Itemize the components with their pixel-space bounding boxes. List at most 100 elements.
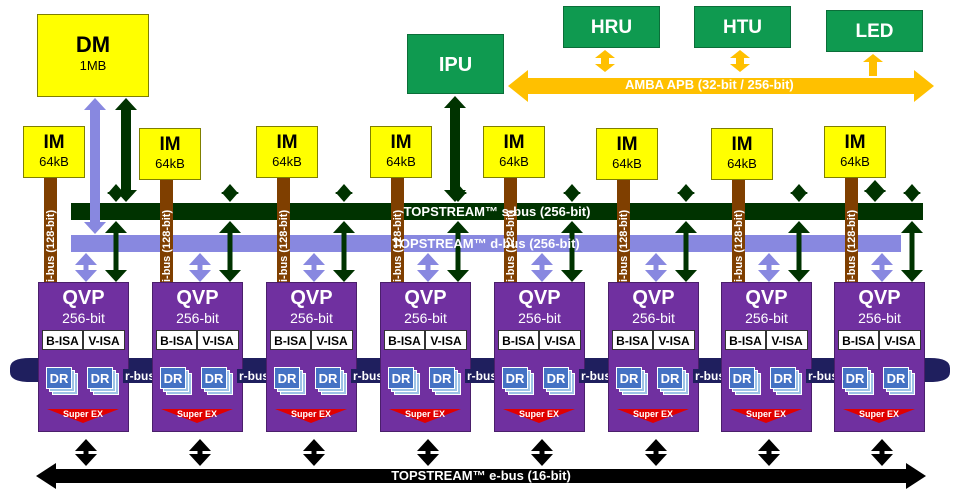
d-bus-label: TOPSTREAM™ d-bus (256-bit): [392, 236, 580, 251]
dr-register-b: DR: [87, 367, 113, 389]
super-ex-shape: [275, 409, 347, 423]
super-ex-unit: Super EX: [275, 409, 347, 423]
im-size: 64kB: [39, 154, 69, 169]
im-size: 64kB: [612, 156, 642, 171]
super-ex-label: Super EX: [518, 409, 559, 419]
r-bus-label: r-bus: [693, 369, 727, 383]
dr-register-b: DR: [201, 367, 227, 389]
sbus-top-link: [903, 184, 921, 202]
i-bus-label: i-bus (128-bit): [505, 209, 517, 282]
column-links: [44, 178, 923, 466]
super-ex-shape: [503, 409, 575, 423]
dr-register-b: DR: [429, 367, 455, 389]
i-bus-link: [732, 180, 745, 282]
dm-dbus-link: [84, 98, 106, 234]
im-size: 64kB: [499, 154, 529, 169]
e-bus-label: TOPSTREAM™ e-bus (16-bit): [391, 468, 571, 483]
i-bus-link: [44, 178, 57, 282]
super-ex-shape: [389, 409, 461, 423]
dbus-qvp-link: [303, 253, 325, 282]
i-bus-label: i-bus (128-bit): [45, 209, 57, 282]
im-title: IM: [616, 134, 638, 155]
led-amba-link: [863, 54, 883, 76]
b-isa-label: B-ISA: [612, 330, 653, 350]
dr-register-a: DR: [729, 367, 755, 389]
dr-register-a: DR: [274, 367, 300, 389]
i-bus-label: i-bus (128-bit): [278, 209, 290, 282]
sbus-top-link: [677, 184, 695, 202]
r-bus-label: r-bus: [579, 369, 613, 383]
super-ex-label: Super EX: [290, 409, 331, 419]
dbus-qvp-link: [75, 253, 97, 282]
b-isa-label: B-ISA: [725, 330, 766, 350]
super-ex-label: Super EX: [176, 409, 217, 419]
dr-register-a: DR: [616, 367, 642, 389]
super-ex-label: Super EX: [632, 409, 673, 419]
super-ex-shape: [47, 409, 119, 423]
super-ex-label: Super EX: [62, 409, 103, 419]
qvp-width: 256-bit: [518, 310, 561, 326]
im-title: IM: [159, 134, 181, 155]
dm-size: 1MB: [79, 58, 107, 73]
super-ex-shape: [161, 409, 233, 423]
i-bus-label: i-bus (128-bit): [846, 209, 858, 282]
hru-amba-link: [595, 50, 615, 72]
i-bus-link: [160, 180, 173, 282]
im-title: IM: [43, 132, 65, 153]
htu-amba-link: [730, 50, 750, 72]
htu-block: HTU: [694, 6, 791, 48]
dr-register-b: DR: [315, 367, 341, 389]
hru-block: HRU: [563, 6, 660, 48]
ebus-qvp-link: [758, 439, 780, 466]
v-isa-label: V-ISA: [311, 330, 353, 350]
i-bus-link: [277, 178, 290, 282]
dbus-qvp-link: [758, 253, 780, 282]
super-ex-label: Super EX: [745, 409, 786, 419]
dr-register-b: DR: [770, 367, 796, 389]
dbus-qvp-link: [417, 253, 439, 282]
r-bus-label: r-bus: [237, 369, 271, 383]
dr-register-a: DR: [842, 367, 868, 389]
super-ex-shape: [730, 409, 802, 423]
qvp-title: QVP: [176, 287, 219, 309]
b-isa-label: B-ISA: [270, 330, 311, 350]
qvp-title: QVP: [290, 287, 333, 309]
qvp-title: QVP: [518, 287, 561, 309]
sbus-qvp-link: [675, 221, 697, 282]
qvp-title: QVP: [858, 287, 901, 309]
im-sbus-link: [864, 180, 886, 202]
sbus-top-link: [107, 184, 125, 202]
i-bus-link: [391, 178, 404, 282]
i-bus-label: i-bus (128-bit): [392, 209, 404, 282]
v-isa-label: V-ISA: [425, 330, 467, 350]
im-size: 64kB: [386, 154, 416, 169]
sbus-qvp-link: [219, 221, 241, 282]
b-isa-label: B-ISA: [838, 330, 879, 350]
ebus-qvp-link: [417, 439, 439, 466]
qvp-width: 256-bit: [404, 310, 447, 326]
dr-register-b: DR: [883, 367, 909, 389]
dr-register-a: DR: [502, 367, 528, 389]
qvp-title: QVP: [632, 287, 675, 309]
super-ex-label: Super EX: [404, 409, 445, 419]
super-ex-label: Super EX: [858, 409, 899, 419]
super-ex-shape: [617, 409, 689, 423]
ebus-qvp-link: [531, 439, 553, 466]
sbus-top-link: [790, 184, 808, 202]
qvp-width: 256-bit: [858, 310, 901, 326]
v-isa-label: V-ISA: [766, 330, 808, 350]
amba-apb-label: AMBA APB (32-bit / 256-bit): [625, 77, 794, 92]
super-ex-unit: Super EX: [503, 409, 575, 423]
dr-register-a: DR: [388, 367, 414, 389]
super-ex-shape: [843, 409, 915, 423]
i-bus-link: [845, 178, 858, 282]
r-bus-label: r-bus: [351, 369, 385, 383]
super-ex-unit: Super EX: [843, 409, 915, 423]
dbus-qvp-link: [531, 253, 553, 282]
